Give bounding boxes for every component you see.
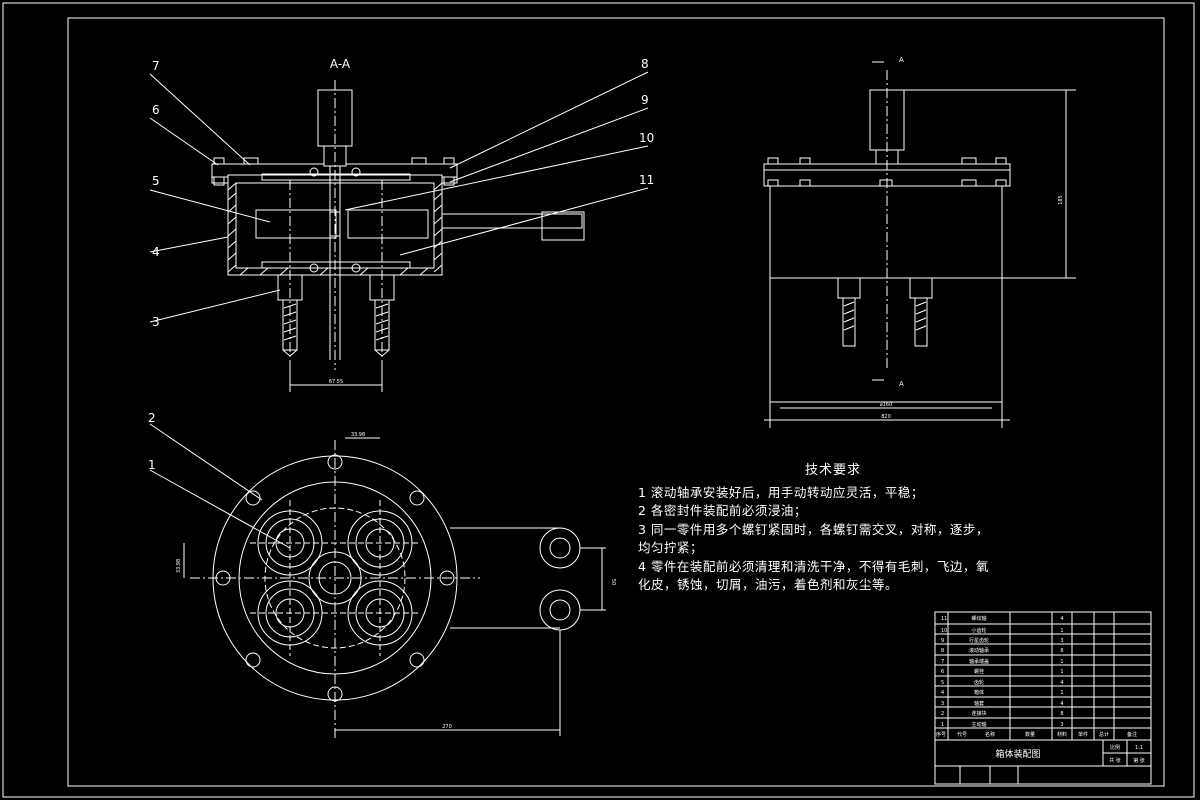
- parts-cell-name: 连接块: [971, 710, 986, 717]
- parts-cell-name: 行星齿轮: [969, 637, 989, 644]
- tech-requirement-line: 均匀拧紧；: [638, 540, 704, 555]
- parts-cell-no: 7: [941, 659, 944, 665]
- parts-cell-name: 滚动轴承: [969, 647, 989, 654]
- parts-header-cell: 数量: [1025, 731, 1035, 738]
- section-label: A-A: [330, 57, 351, 71]
- parts-cell-qty: 1: [1060, 690, 1063, 696]
- dim-top-center: 33.98: [351, 432, 365, 438]
- scale-label: 比例: [1110, 744, 1120, 751]
- parts-cell-name: 主动轴: [971, 721, 986, 728]
- parts-cell-no: 10: [941, 628, 947, 634]
- sheet-number: 第 张: [1133, 757, 1145, 764]
- callout-5: 5: [152, 174, 160, 188]
- parts-cell-no: 5: [941, 680, 944, 686]
- parts-header-cell: 备注: [1127, 731, 1137, 738]
- parts-cell-no: 11: [941, 616, 947, 622]
- parts-header-cell: 总计: [1099, 731, 1109, 738]
- dim-right-height: 185: [1058, 195, 1064, 205]
- callout-1: 1: [148, 458, 156, 472]
- callout-9: 9: [641, 93, 649, 107]
- parts-cell-name: 小齿轮: [971, 627, 986, 634]
- callout-4: 4: [152, 245, 160, 259]
- dim-bottom-spacing: 67.55: [329, 379, 343, 385]
- callout-7: 7: [152, 59, 160, 73]
- tech-requirement-line: 3 同一零件用多个螺钉紧固时，各螺钉需交叉，对称，逐步，: [638, 521, 989, 537]
- leader-lines: [149, 71, 649, 549]
- parts-cell-no: 3: [941, 701, 944, 707]
- parts-cell-qty: 4: [1060, 680, 1063, 686]
- title-block-title: 箱体装配图: [995, 748, 1040, 760]
- parts-header-cell: 材料: [1057, 731, 1067, 738]
- parts-cell-qty: 1: [1060, 628, 1063, 634]
- dim-right-outer-width: 820: [881, 414, 891, 420]
- parts-cell-no: 8: [941, 648, 944, 654]
- parts-cell-name: 齿轮: [974, 679, 984, 686]
- parts-header: 序号 代号 名称 数量 材料 单件 总计 备注: [936, 731, 1137, 738]
- tech-requirement-line: 化皮，锈蚀，切屑，油污，着色剂和灰尘等。: [638, 577, 899, 592]
- scale-value: 1:1: [1135, 745, 1143, 751]
- parts-cell-qty: 3: [1060, 722, 1063, 728]
- callout-3: 3: [152, 315, 160, 329]
- parts-cell-name: 轴套: [974, 700, 984, 707]
- callout-11: 11: [639, 173, 654, 187]
- technical-requirements: 技术要求 1 滚动轴承安装好后，用手动转动应灵活，平稳； 2 各密封件装配前必须…: [638, 462, 1028, 595]
- parts-cell-qty: 8: [1060, 711, 1063, 717]
- parts-cell-name: 箱体: [974, 689, 984, 696]
- callout-10: 10: [639, 131, 654, 145]
- callout-8: 8: [641, 57, 649, 71]
- tech-requirement-line: 1 滚动轴承安装好后，用手动转动应灵活，平稳；: [638, 484, 924, 500]
- parts-cell-qty: 3: [1060, 638, 1063, 644]
- tech-requirement-line: 2 各密封件装配前必须浸油；: [638, 503, 807, 518]
- section-view: [211, 80, 585, 392]
- dim-left-center: 33.98: [176, 559, 182, 573]
- parts-cell-qty: 4: [1060, 701, 1063, 707]
- side-view: [763, 61, 1076, 428]
- parts-cell-qty: 4: [1060, 616, 1063, 622]
- parts-cell-no: 4: [941, 690, 944, 696]
- callout-2: 2: [148, 411, 156, 425]
- parts-header-cell: 序号: [936, 731, 946, 738]
- dim-right-inner-width: ⌀160: [880, 402, 893, 408]
- parts-cell-no: 1: [941, 722, 944, 728]
- dim-plate-width: 270: [442, 724, 452, 730]
- parts-cell-qty: 1: [1060, 669, 1063, 675]
- dim-arm-height: 50: [610, 579, 616, 585]
- parts-cell-no: 9: [941, 638, 944, 644]
- tech-requirement-line: 4 零件在装配前必须清理和清洗干净，不得有毛刺，飞边，氧: [638, 558, 989, 574]
- sheet-total: 共 张: [1109, 757, 1121, 764]
- parts-cell-qty: 1: [1060, 659, 1063, 665]
- parts-table-frame: [934, 611, 1152, 785]
- parts-header-cell: 代号: [957, 731, 967, 738]
- parts-header-cell: 单件: [1078, 731, 1088, 738]
- tech-requirements-title: 技术要求: [804, 463, 861, 478]
- parts-cell-name: 轴承端盖: [969, 658, 989, 665]
- parts-header-cell: 名称: [985, 731, 995, 738]
- parts-cell-no: 2: [941, 711, 944, 717]
- plan-view: [183, 437, 606, 740]
- frame-border: [67, 17, 1165, 787]
- section-mark-top: A: [899, 56, 904, 64]
- parts-cell-name: 螺栓: [974, 668, 984, 675]
- section-mark-bottom: A: [899, 380, 904, 388]
- parts-cell-name: 螺纹轴: [971, 615, 986, 622]
- callout-6: 6: [152, 103, 160, 117]
- parts-cell-no: 6: [941, 669, 944, 675]
- parts-cell-qty: 8: [1060, 648, 1063, 654]
